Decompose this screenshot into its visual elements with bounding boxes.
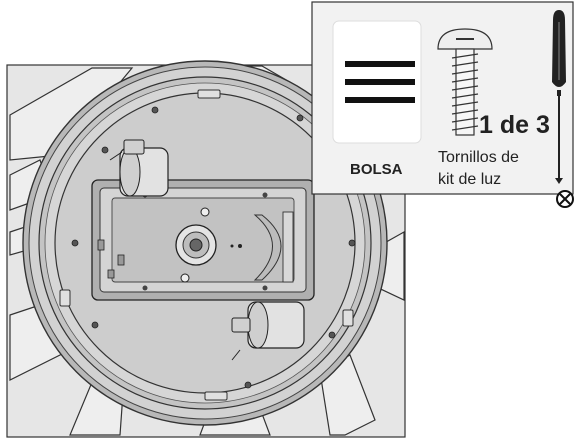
rim-screws xyxy=(71,106,356,389)
screw-caption-line-2: kit de luz xyxy=(438,171,501,188)
fan-housing-illustration xyxy=(6,60,406,438)
socket-lower xyxy=(231,301,305,361)
quantity-label: 1 de 3 xyxy=(479,111,550,139)
bag-icon xyxy=(332,20,422,144)
socket-upper xyxy=(109,139,169,197)
screw-icon xyxy=(437,28,493,136)
side-bracket xyxy=(253,211,294,283)
parts-inset: BOLSA 1 de 3 Tornillos de kit de luz xyxy=(311,1,574,208)
bag-label: BOLSA xyxy=(350,161,403,178)
screw-caption-line-1: Tornillos de xyxy=(438,149,519,166)
phillips-screwdriver-icon xyxy=(552,10,574,208)
wire-connectors xyxy=(97,239,125,279)
center-hub xyxy=(175,224,217,266)
